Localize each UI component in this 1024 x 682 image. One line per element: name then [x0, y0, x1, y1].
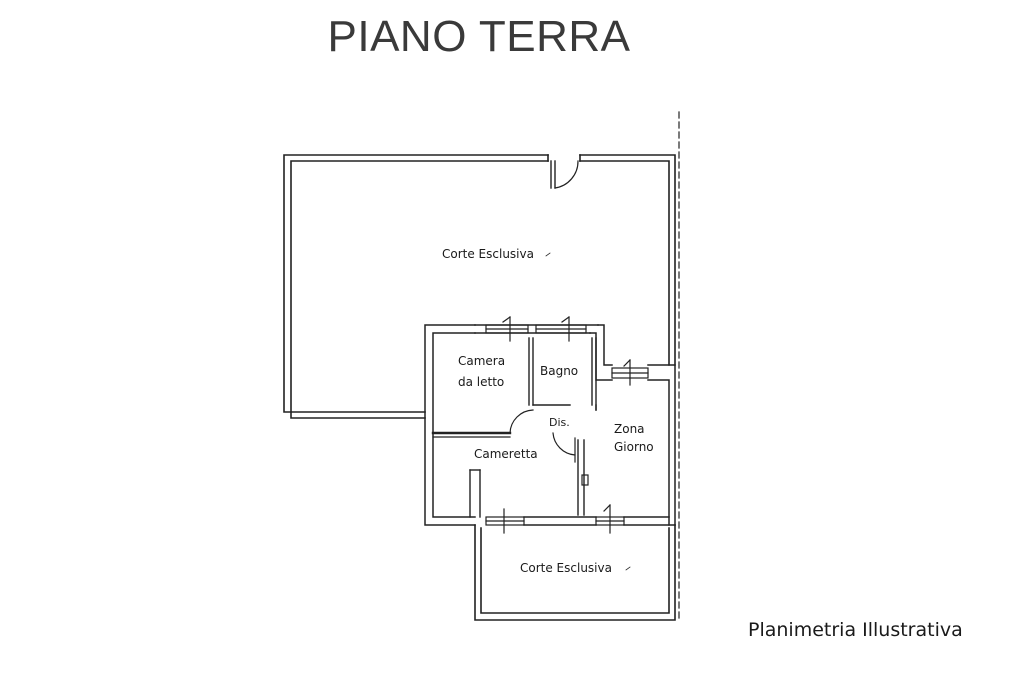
caption: Planimetria Illustrativa — [748, 619, 963, 641]
room-label-cameretta: Cameretta — [474, 447, 538, 461]
bottom-windows — [485, 504, 676, 534]
room-label-camera-1: Camera — [458, 354, 505, 368]
room-label-camera-2: da letto — [458, 375, 504, 389]
internal-doors — [509, 409, 589, 486]
room-label-zona-1: Zona — [614, 422, 645, 436]
upper-courtyard-wall — [283, 154, 676, 419]
internal-walls — [431, 337, 597, 518]
page-title: PIANO TERRA — [327, 12, 631, 61]
room-label-corte-bottom: Corte Esclusiva — [520, 561, 612, 575]
room-label-corte-top: Corte Esclusiva — [442, 247, 534, 261]
gate-door — [550, 160, 579, 189]
lower-courtyard-wall — [474, 524, 676, 621]
room-label-dis: Dis. — [549, 416, 570, 429]
top-windows — [485, 316, 587, 342]
living-window — [611, 359, 649, 386]
room-label-bagno: Bagno — [540, 364, 578, 378]
room-label-zona-2: Giorno — [614, 440, 654, 454]
